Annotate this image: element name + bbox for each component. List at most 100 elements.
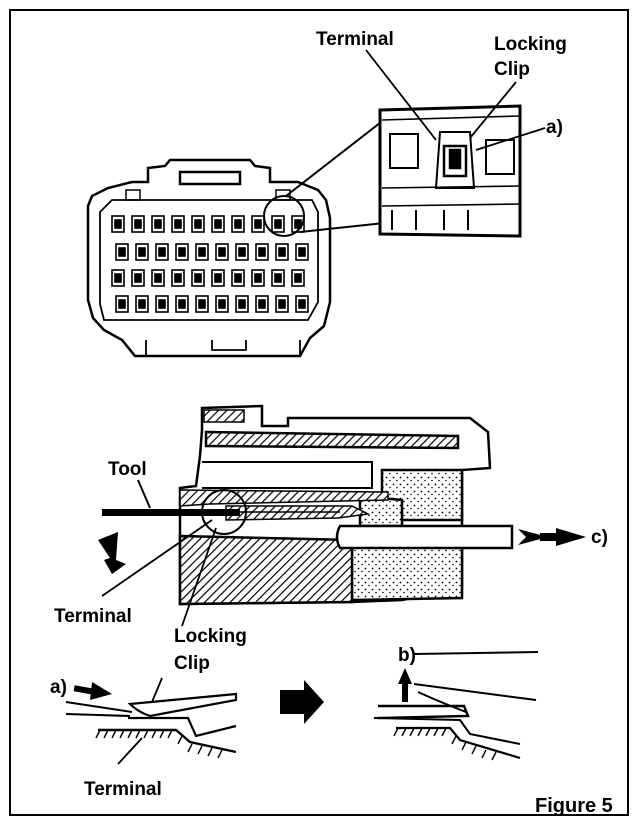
cavity <box>151 269 165 287</box>
cavity <box>251 269 265 287</box>
cavity <box>135 295 149 313</box>
next-step-arrow-icon <box>280 680 324 724</box>
cavity-terminal <box>138 247 146 257</box>
cavity <box>171 215 185 233</box>
middle-leader-lines <box>101 519 217 627</box>
cavity <box>271 269 285 287</box>
cavity-terminal <box>298 247 306 257</box>
cavity-terminal <box>154 219 162 229</box>
locking-clip-label-mid: Locking <box>174 626 247 647</box>
cavity-terminal <box>158 247 166 257</box>
cavity-terminal <box>138 299 146 309</box>
cavity-terminal <box>194 273 202 283</box>
cavity <box>295 243 309 261</box>
connector-front-view <box>86 158 332 358</box>
cavity-terminal <box>214 219 222 229</box>
locking-clip-label-top: Locking <box>494 34 567 55</box>
cavity <box>135 243 149 261</box>
cavity-terminal <box>294 219 302 229</box>
terminal-label-bottom: Terminal <box>84 779 162 800</box>
terminal-label-top: Terminal <box>316 29 394 50</box>
tool-shaft <box>102 479 240 516</box>
cavity <box>231 215 245 233</box>
rotate-arrow-icon <box>98 532 126 574</box>
cavity <box>291 269 305 287</box>
cavity <box>195 295 209 313</box>
cavity <box>291 215 305 233</box>
cavity-terminal <box>278 299 286 309</box>
cavity-terminal <box>118 247 126 257</box>
label-b: b) <box>398 645 416 666</box>
cavity <box>295 295 309 313</box>
cavity <box>215 295 229 313</box>
cavity <box>191 215 205 233</box>
cavity <box>211 269 225 287</box>
cavity <box>275 295 289 313</box>
cavity <box>215 243 229 261</box>
cavity-terminal <box>238 247 246 257</box>
cavity <box>255 295 269 313</box>
cavity-terminal <box>214 273 222 283</box>
locking-clip-label-top-line2: Clip <box>494 59 530 80</box>
terminal-label-mid: Terminal <box>54 606 132 627</box>
cavity-terminal <box>298 299 306 309</box>
cavity-terminal <box>254 219 262 229</box>
diagram-frame <box>9 9 629 816</box>
cavity-terminal <box>218 299 226 309</box>
arrow-a-icon <box>73 682 112 700</box>
tool-label: Tool <box>108 459 147 480</box>
cavity-terminal <box>234 273 242 283</box>
cavity-terminal <box>274 273 282 283</box>
cavity <box>235 243 249 261</box>
cavity-terminal <box>178 247 186 257</box>
detail-after <box>373 651 539 761</box>
cavity <box>151 215 165 233</box>
cavity <box>131 215 145 233</box>
cavity <box>111 269 125 287</box>
label-a-top: a) <box>546 117 563 138</box>
figure-caption: Figure 5 <box>535 795 613 817</box>
cavity-terminal <box>174 219 182 229</box>
cavity-terminal <box>218 247 226 257</box>
cavity-terminal <box>258 247 266 257</box>
cavity-terminal <box>158 299 166 309</box>
detail-magnifier <box>263 104 522 238</box>
cavity <box>155 243 169 261</box>
connector-cross-section <box>178 404 514 606</box>
cavity <box>111 215 125 233</box>
cavity-terminal <box>278 247 286 257</box>
cavity <box>275 243 289 261</box>
arrow-c-icon <box>518 528 586 546</box>
cavity-terminal <box>114 273 122 283</box>
cavity <box>251 215 265 233</box>
cavity <box>211 215 225 233</box>
cavity-terminal <box>198 247 206 257</box>
connector-cavities <box>111 215 309 313</box>
cavity-terminal <box>258 299 266 309</box>
cavity <box>175 295 189 313</box>
cavity <box>131 269 145 287</box>
cavity-terminal <box>194 219 202 229</box>
cavity <box>191 269 205 287</box>
cavity-terminal <box>178 299 186 309</box>
cavity <box>115 243 129 261</box>
label-a-bottom: a) <box>50 677 67 698</box>
cavity <box>171 269 185 287</box>
cavity-terminal <box>118 299 126 309</box>
cavity-terminal <box>114 219 122 229</box>
cavity-terminal <box>234 219 242 229</box>
label-c: c) <box>591 527 608 548</box>
cavity-terminal <box>198 299 206 309</box>
cavity-terminal <box>238 299 246 309</box>
cavity-terminal <box>274 219 282 229</box>
cavity <box>115 295 129 313</box>
cavity <box>235 295 249 313</box>
detail-before <box>65 677 238 765</box>
locking-clip-label-mid-line2: Clip <box>174 653 210 674</box>
cavity <box>255 243 269 261</box>
cavity-terminal <box>134 219 142 229</box>
cavity-terminal <box>174 273 182 283</box>
cavity <box>175 243 189 261</box>
cavity-terminal <box>134 273 142 283</box>
